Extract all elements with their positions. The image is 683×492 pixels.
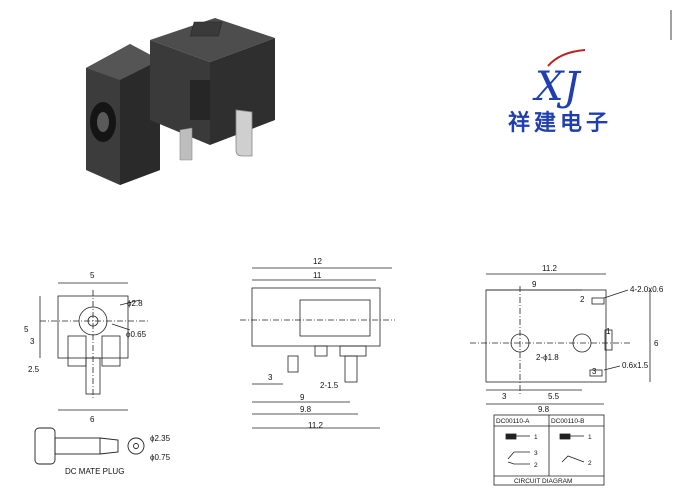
- logo-company-name: 祥建电子: [508, 110, 612, 136]
- connector-photo: [86, 18, 275, 185]
- circuit-b-pin1: 1: [588, 434, 592, 441]
- side-dim-11-2: 11.2: [308, 421, 324, 430]
- circuit-title-b: DC00110-B: [551, 418, 584, 425]
- side-dim-total: 12: [313, 257, 322, 266]
- circuit-diagram: [493, 414, 605, 486]
- front-dim-width: 5: [90, 271, 95, 280]
- circuit-a-pin2: 2: [534, 462, 538, 469]
- front-dim-pin-pitch: 6: [90, 415, 95, 424]
- top-view: [470, 273, 651, 405]
- top-dim-pad3: 3: [592, 367, 597, 376]
- circuit-caption: CIRCUIT DIAGRAM: [514, 478, 572, 485]
- top-dim-height: 6: [654, 339, 659, 348]
- mate-plug-outer: ϕ2.35: [150, 434, 171, 443]
- logo-initials: XJ: [532, 64, 581, 110]
- circuit-a-pin1: 1: [534, 434, 538, 441]
- top-dim-3: 3: [502, 392, 507, 401]
- side-view: [240, 267, 395, 429]
- front-dim-pin: 2.5: [28, 365, 40, 374]
- logo-swoosh: [547, 49, 586, 67]
- top-dim-slot: 4-2.0x0.6: [630, 285, 664, 294]
- front-view: [39, 282, 150, 411]
- top-dim-pad1: 1: [606, 327, 611, 336]
- top-dim-hole: 2-ϕ1.8: [536, 353, 559, 362]
- front-dim-height: 5: [24, 325, 29, 334]
- circuit-title-a: DC00110-A: [496, 418, 530, 425]
- top-dim-9: 9: [532, 280, 537, 289]
- top-dim-pad2: 2: [580, 295, 585, 304]
- side-dim-pins: 2-1.5: [320, 381, 339, 390]
- front-hole-inner: ϕ0.65: [126, 330, 147, 339]
- top-dim-pad-size: 0.6x1.5: [622, 361, 649, 370]
- mate-plug: [34, 427, 145, 465]
- mate-plug-label: DC MATE PLUG: [65, 467, 124, 476]
- side-dim-front: 3: [268, 373, 273, 382]
- top-dim-5-5: 5.5: [548, 392, 560, 401]
- top-dim-total: 11.2: [542, 264, 558, 273]
- mate-plug-inner: ϕ0.75: [150, 453, 171, 462]
- front-dim-center: 3: [30, 337, 35, 346]
- circuit-b-pin2: 2: [588, 460, 592, 467]
- top-dim-9-8: 9.8: [538, 405, 550, 414]
- circuit-a-pin3: 3: [534, 450, 538, 457]
- company-logo: XJ 祥建电子: [508, 49, 612, 136]
- front-hole-outer: ϕ2.8: [127, 299, 143, 308]
- side-dim-9-8: 9.8: [300, 405, 312, 414]
- side-dim-9: 9: [300, 393, 305, 402]
- side-dim-body: 11: [313, 271, 322, 280]
